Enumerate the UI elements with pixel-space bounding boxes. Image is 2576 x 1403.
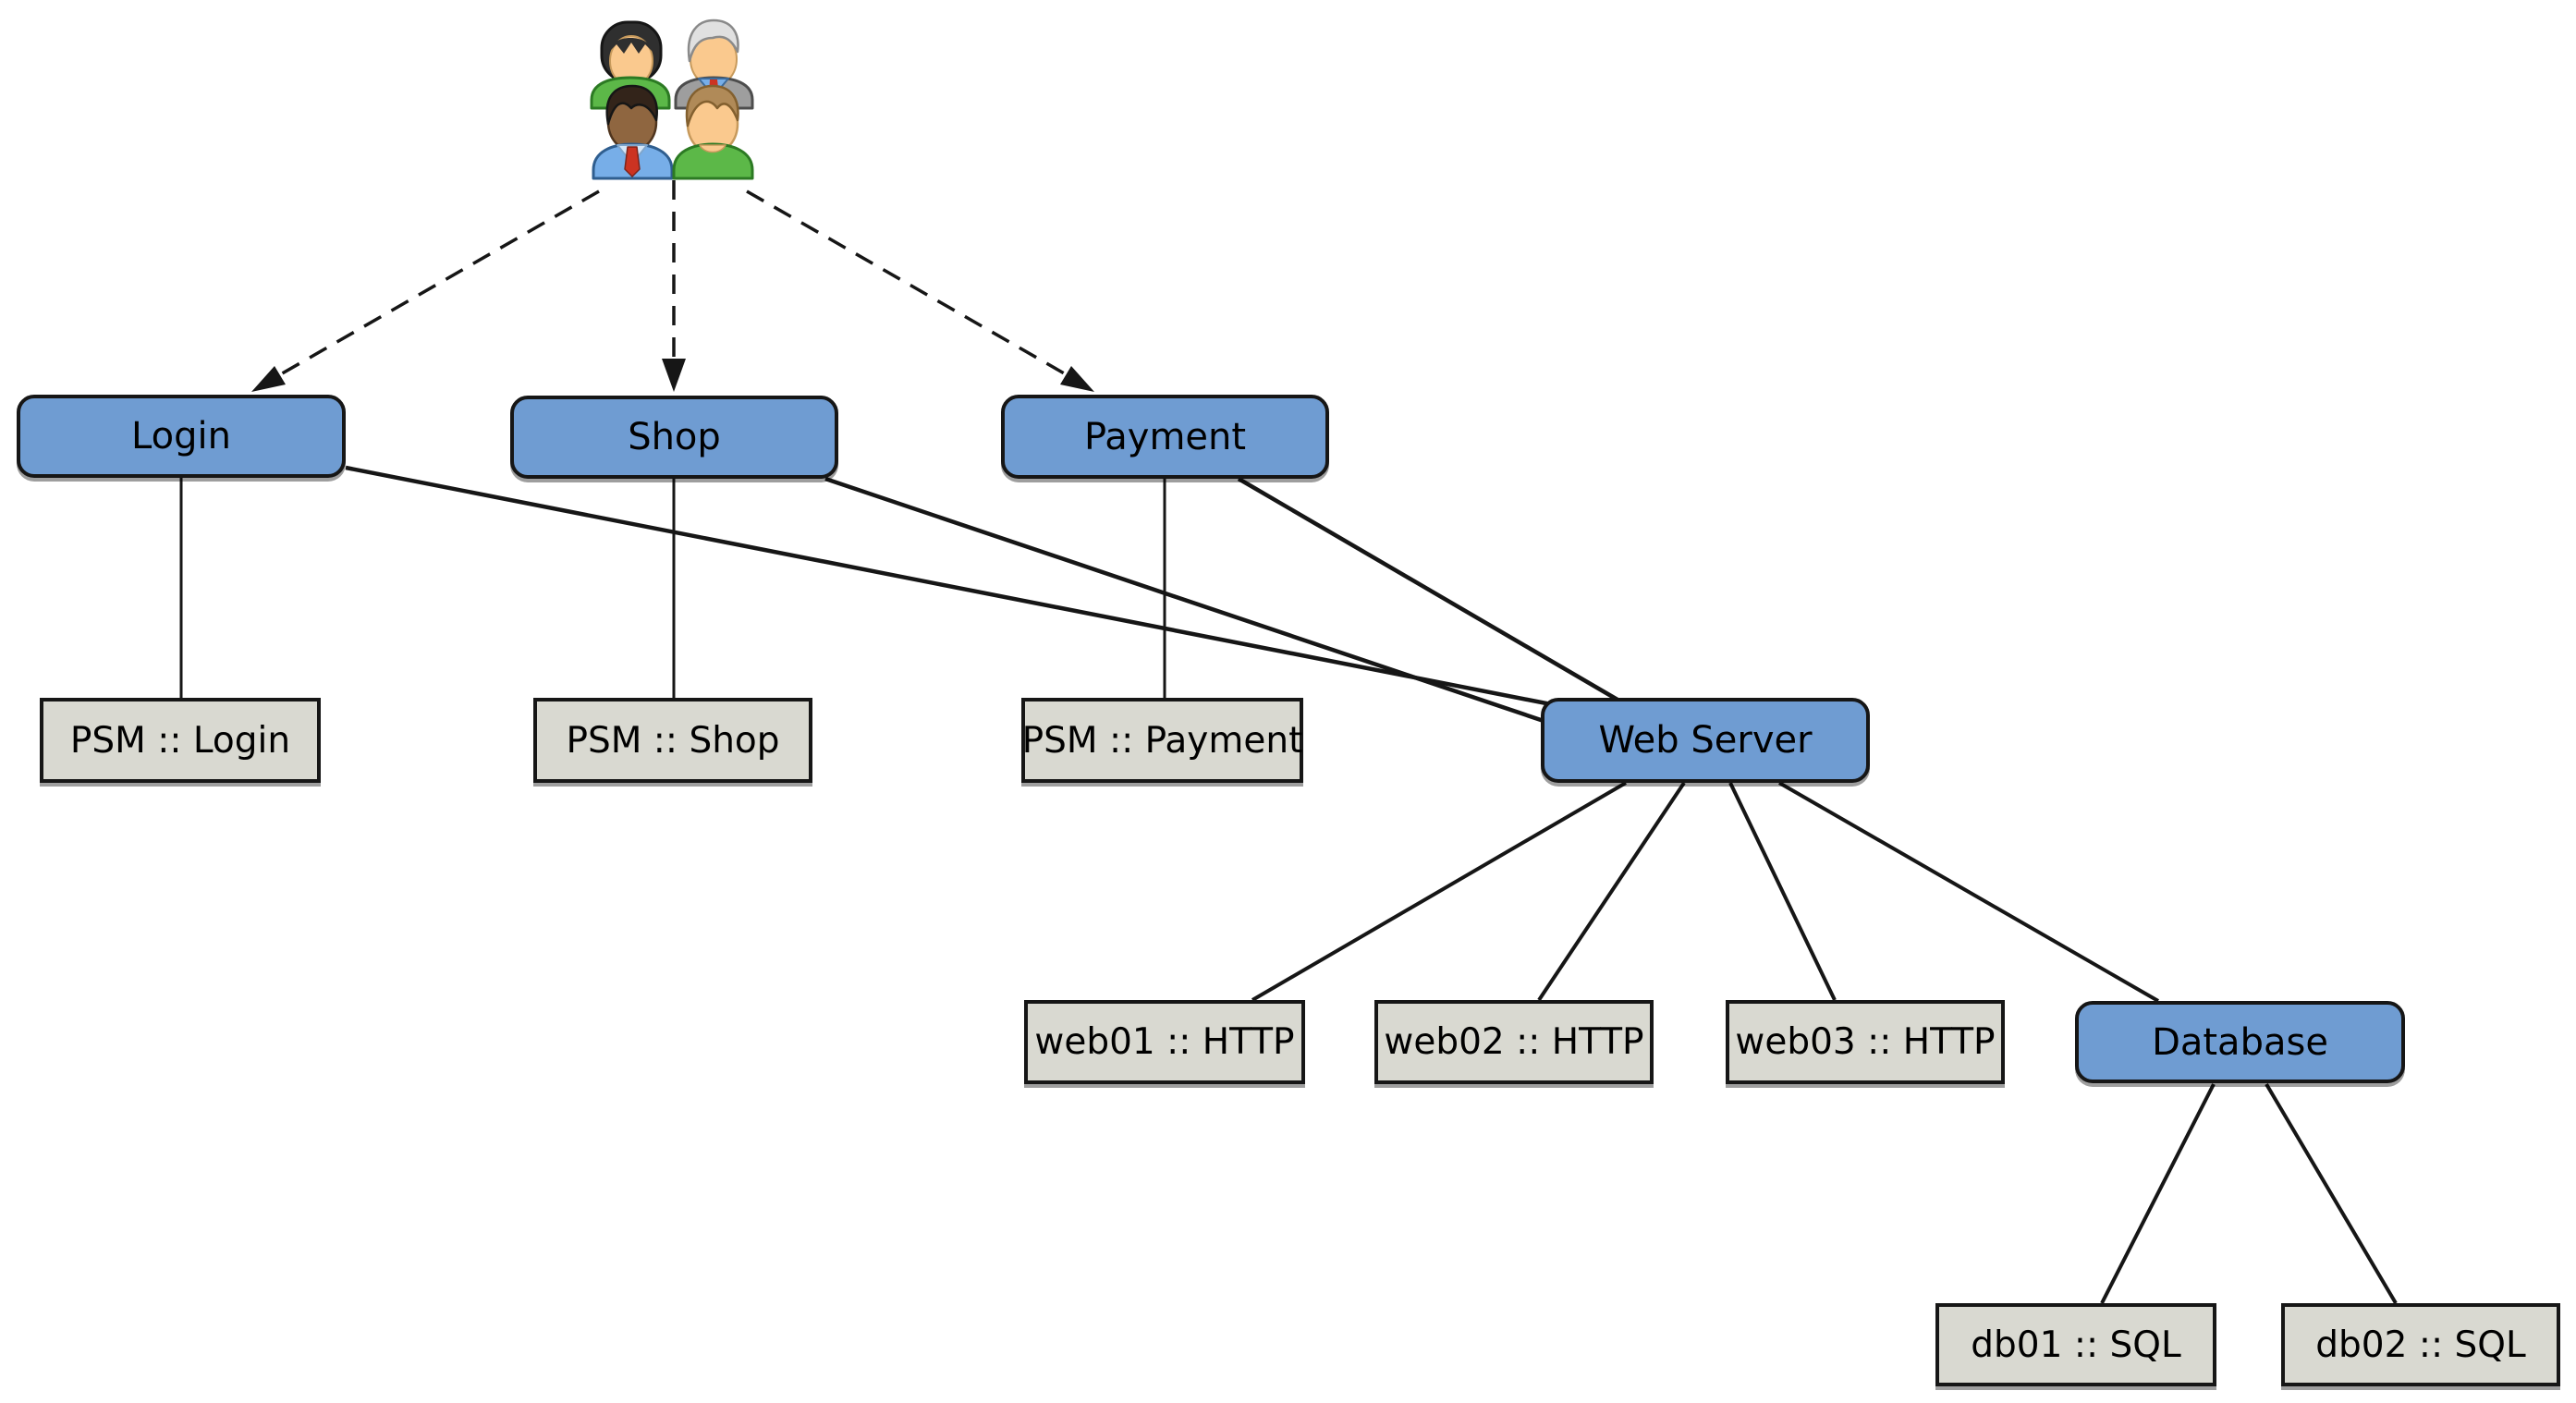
node-psm-payment: PSM :: Payment bbox=[1021, 698, 1303, 783]
service-edges bbox=[179, 465, 2398, 1305]
users-group-icon bbox=[590, 18, 754, 180]
edge-webserver-web03 bbox=[1728, 782, 1837, 1001]
arrowhead-shop bbox=[662, 359, 686, 392]
edge-webserver-database bbox=[1778, 781, 2159, 1003]
arrowhead-login bbox=[251, 366, 286, 392]
node-database: Database bbox=[2075, 1001, 2405, 1083]
user-man-blue-icon bbox=[592, 84, 674, 180]
node-payment: Payment bbox=[1001, 395, 1329, 479]
node-psm-login: PSM :: Login bbox=[40, 698, 321, 783]
node-web02: web02 :: HTTP bbox=[1374, 1000, 1654, 1084]
node-psm-shop: PSM :: Shop bbox=[533, 698, 812, 783]
edge-users-login bbox=[272, 189, 600, 381]
node-shop: Shop bbox=[510, 396, 838, 479]
user-edges bbox=[272, 180, 1073, 381]
user-person-green-icon bbox=[672, 84, 754, 180]
edge-webserver-web02 bbox=[1537, 781, 1686, 1002]
node-web03: web03 :: HTTP bbox=[1726, 1000, 2005, 1084]
arrowheads bbox=[251, 359, 1094, 392]
node-db02: db02 :: SQL bbox=[2281, 1303, 2560, 1386]
edge-database-db02 bbox=[2265, 1082, 2398, 1305]
arrowhead-payment bbox=[1060, 366, 1094, 392]
edge-webserver-web01 bbox=[1251, 781, 1628, 1002]
edge-database-db01 bbox=[2100, 1083, 2216, 1304]
node-db01: db01 :: SQL bbox=[1935, 1303, 2216, 1386]
edge-payment-webserver bbox=[1237, 477, 1619, 702]
user-woman-icon bbox=[590, 20, 671, 110]
node-login: Login bbox=[17, 395, 346, 478]
node-webserver: Web Server bbox=[1541, 698, 1870, 783]
edge-users-payment bbox=[746, 189, 1073, 380]
edge-shop-webserver bbox=[824, 476, 1544, 724]
node-web01: web01 :: HTTP bbox=[1024, 1000, 1305, 1084]
edge-login-webserver bbox=[345, 465, 1552, 707]
